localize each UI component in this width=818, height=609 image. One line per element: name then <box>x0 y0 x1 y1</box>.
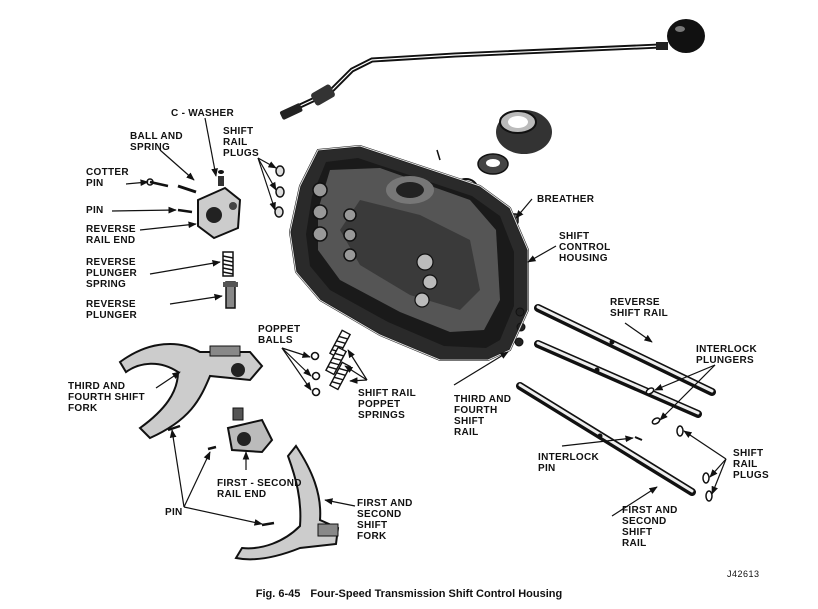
shift-rail-plugs-right-parts <box>676 425 713 502</box>
reverse-plunger-spring-part <box>222 251 234 277</box>
label-breather: BREATHER <box>537 194 595 205</box>
first-second-shift-fork-part <box>234 444 340 561</box>
interlock-plungers-part <box>645 387 661 425</box>
pin-top-part <box>177 208 193 214</box>
third-fourth-shift-rail-part <box>534 340 702 418</box>
ball-and-spring-part <box>177 184 197 194</box>
cotter-pin-part <box>146 178 169 188</box>
reverse-plunger-part <box>223 281 238 309</box>
retainer-ring <box>477 153 509 175</box>
shift-control-housing-part <box>288 144 529 361</box>
label-pin-bottom: PIN <box>165 507 183 518</box>
shift-boot <box>496 110 552 154</box>
first-second-rail-end-part <box>226 407 274 454</box>
reverse-rail-end-part <box>197 170 242 240</box>
label-pin-top: PIN <box>86 205 104 216</box>
reference-code: J42613 <box>727 569 760 579</box>
first-second-shift-rail-part <box>516 382 696 496</box>
figure-title: Four-Speed Transmission Shift Control Ho… <box>310 588 563 600</box>
interlock-pin-part <box>634 436 643 441</box>
third-fourth-shift-fork-part <box>118 343 264 440</box>
figure-caption: Fig. 6-45 Four-Speed Transmission Shift C… <box>0 588 818 600</box>
figure-number: Fig. 6-45 <box>255 588 301 600</box>
shift-rail-plugs-top-parts <box>274 165 285 218</box>
poppet-springs-part <box>325 329 352 391</box>
shift-lever <box>279 43 663 120</box>
poppet-balls-part <box>310 351 321 397</box>
label-c-washer: C - WASHER <box>171 108 234 119</box>
shift-knob <box>656 19 705 53</box>
leader-lines <box>111 117 727 526</box>
